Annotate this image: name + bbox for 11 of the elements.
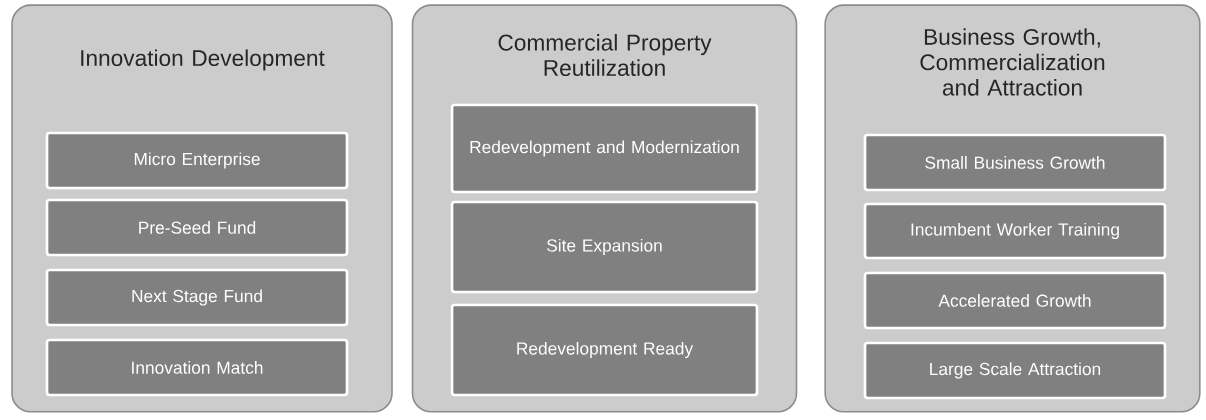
program-box: Micro Enterprise xyxy=(45,131,349,190)
program-box: Large Scale Attraction xyxy=(863,341,1167,400)
program-box: Redevelopment Ready xyxy=(450,303,759,397)
program-box: Next Stage Fund xyxy=(45,268,349,327)
program-box: Small Business Growth xyxy=(863,133,1167,192)
program-box: Redevelopment and Modernization xyxy=(450,103,759,194)
program-box: Incumbent Worker Training xyxy=(863,202,1167,260)
program-box: Pre-Seed Fund xyxy=(45,198,349,257)
program-box: Accelerated Growth xyxy=(863,271,1167,330)
program-box: Site Expansion xyxy=(450,200,759,294)
program-box: Innovation Match xyxy=(45,338,349,397)
